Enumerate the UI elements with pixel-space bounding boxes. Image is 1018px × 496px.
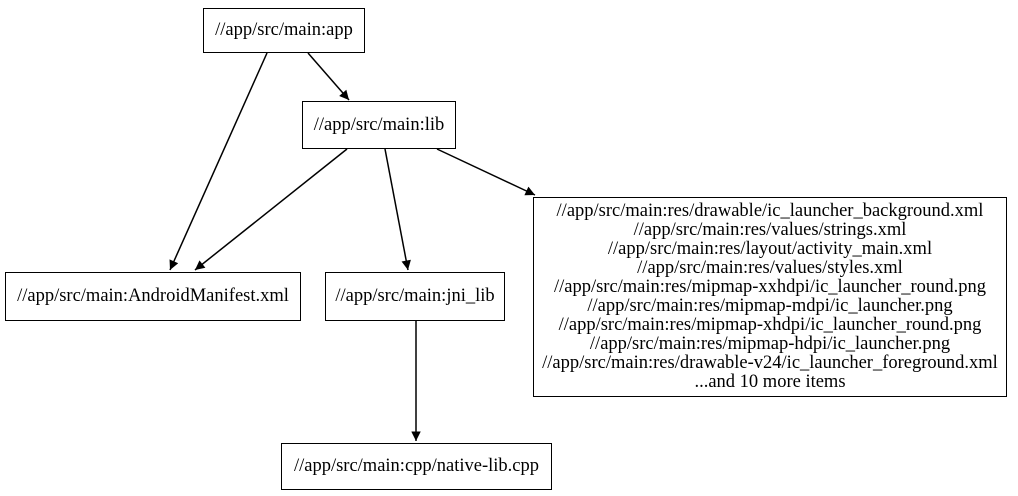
res-item: //app/src/main:res/values/strings.xml [633, 220, 907, 240]
edge-app-to-lib [307, 52, 350, 101]
node-app-target: //app/src/main:app [203, 8, 365, 53]
node-native-lib-cpp-label: //app/src/main:cpp/native-lib.cpp [293, 456, 540, 476]
res-item: //app/src/main:res/values/styles.xml [637, 258, 903, 278]
node-lib-label: //app/src/main:lib [313, 114, 445, 135]
node-res-group: //app/src/main:res/drawable/ic_launcher_… [533, 197, 1007, 397]
res-item: //app/src/main:res/mipmap-mdpi/ic_launch… [587, 296, 953, 316]
node-native-lib-cpp: //app/src/main:cpp/native-lib.cpp [281, 443, 552, 490]
node-lib-target: //app/src/main:lib [302, 101, 456, 149]
edge-app-to-manifest [169, 52, 268, 271]
res-item: //app/src/main:res/mipmap-xhdpi/ic_launc… [558, 315, 982, 335]
res-item: //app/src/main:res/mipmap-hdpi/ic_launch… [589, 334, 951, 354]
node-app-label: //app/src/main:app [215, 20, 353, 40]
edge-lib-to-res-group [436, 148, 536, 196]
node-android-manifest-label: //app/src/main:AndroidManifest.xml [17, 286, 289, 306]
res-item: //app/src/main:res/drawable-v24/ic_launc… [542, 353, 998, 373]
res-item: //app/src/main:res/layout/activity_main.… [607, 239, 933, 259]
res-item: //app/src/main:res/drawable/ic_launcher_… [556, 201, 984, 221]
edge-lib-to-jni-lib [384, 148, 411, 271]
node-jni-lib-label: //app/src/main:jni_lib [335, 286, 495, 306]
res-item: //app/src/main:res/mipmap-xxhdpi/ic_laun… [553, 277, 987, 297]
res-more-items: ...and 10 more items [694, 372, 846, 392]
edge-lib-to-manifest [194, 148, 348, 271]
node-android-manifest: //app/src/main:AndroidManifest.xml [5, 272, 301, 321]
node-jni-lib: //app/src/main:jni_lib [325, 272, 505, 321]
